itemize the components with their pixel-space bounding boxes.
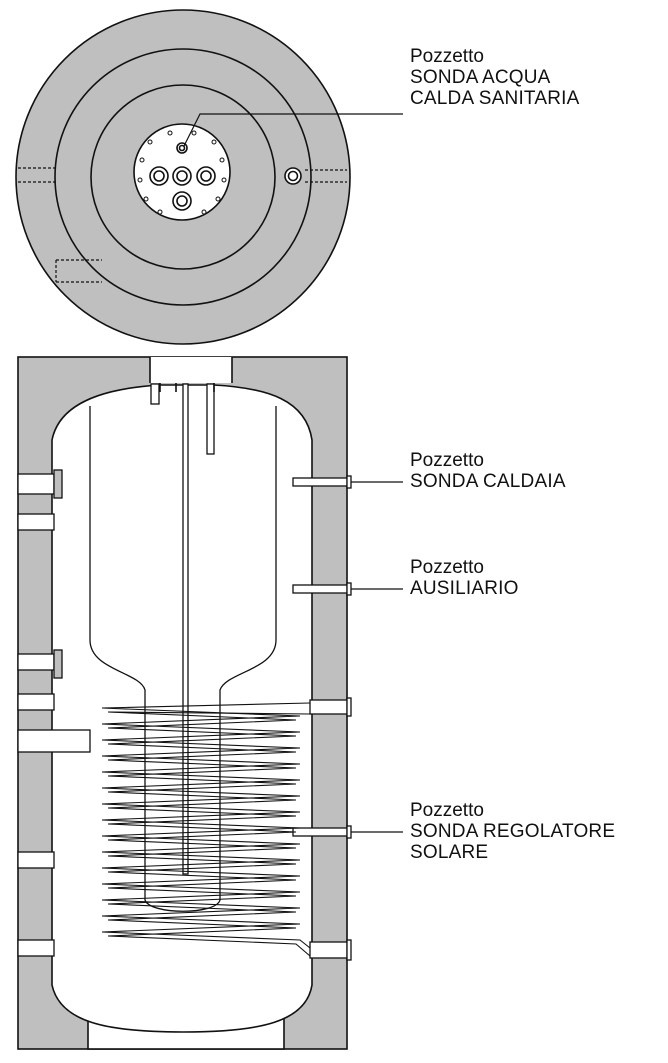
section-solar-coil [101, 702, 311, 957]
top-view-flange-bolts [137, 130, 227, 215]
boiler-probe-label: Pozzetto SONDA CALDAIA [410, 450, 566, 492]
solar-probe-label-line-1: SONDA REGOLATORE [410, 821, 616, 842]
top-probe-label: Pozzetto SONDA ACQUA CALDA SANITARIA [410, 46, 579, 109]
top-probe-leader [183, 113, 403, 147]
section-tank-body [51, 384, 313, 1033]
section-view [17, 356, 403, 1050]
top-probe-label-title: Pozzetto [410, 46, 484, 67]
aux-probe-label-title: Pozzetto [410, 557, 484, 578]
section-left-connections [17, 469, 91, 957]
solar-probe-label: Pozzetto SONDA REGOLATORE SOLARE [410, 800, 615, 863]
section-inner-sleeve [89, 406, 277, 912]
top-view [15, 9, 403, 345]
top-view-flange-connections [149, 142, 216, 211]
section-right-wells [292, 475, 352, 961]
aux-probe-label-line-1: AUSILIARIO [410, 578, 519, 599]
solar-probe-label-title: Pozzetto [410, 800, 484, 821]
boiler-probe-label-title: Pozzetto [410, 450, 484, 471]
top-view-hidden-ports [18, 167, 347, 283]
top-probe-label-line-1: SONDA ACQUA [410, 67, 551, 88]
boiler-probe-label-line-1: SONDA CALDAIA [410, 471, 566, 492]
solar-probe-label-line-2: SOLARE [410, 842, 489, 863]
top-probe-label-line-2: CALDA SANITARIA [410, 88, 580, 109]
aux-probe-label: Pozzetto AUSILIARIO [410, 557, 519, 599]
